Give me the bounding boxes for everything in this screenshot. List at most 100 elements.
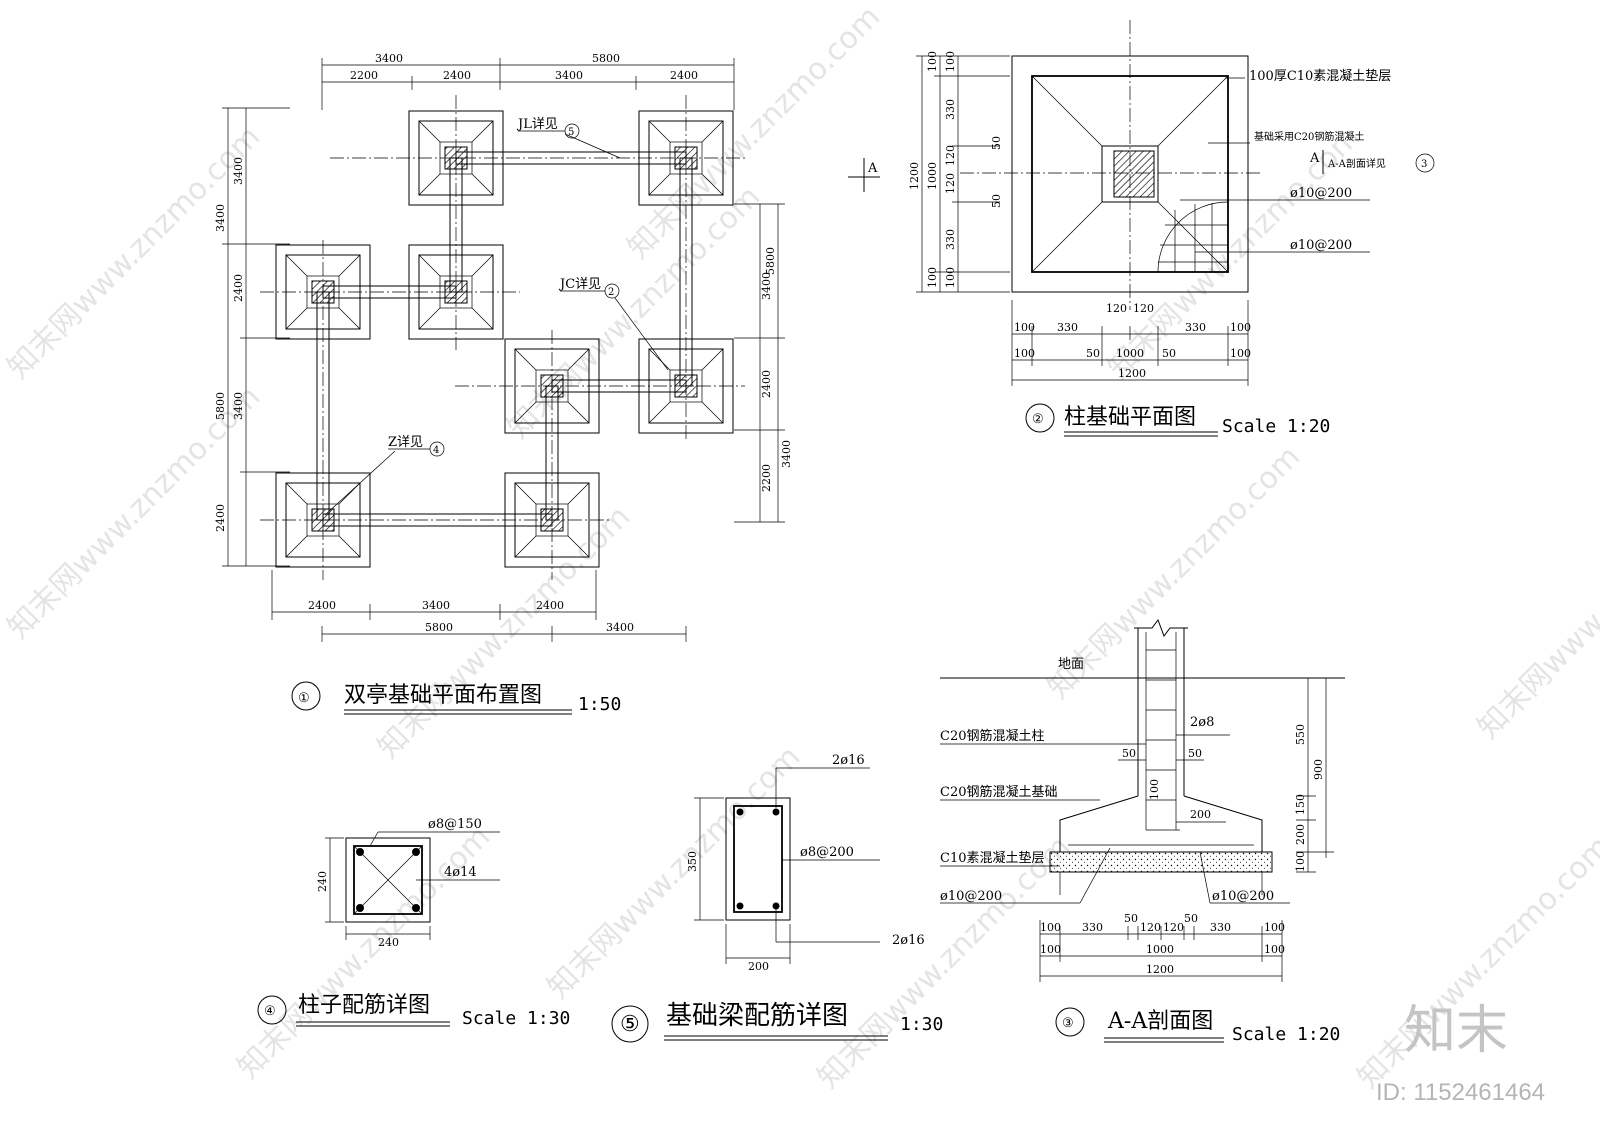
dim-right-4: 2400: [760, 370, 773, 398]
drawing5-title: 基础梁配筋详图: [666, 1001, 848, 1031]
d2-left-small-1: 100: [926, 51, 939, 72]
column-footing: [638, 110, 734, 206]
drawing3-number: ③: [1062, 1016, 1074, 1031]
note-cushion: 100厚C10素混凝土垫层: [1249, 68, 1391, 84]
drawing2-title: 柱基础平面图: [1064, 405, 1196, 430]
column-footings: [275, 110, 734, 568]
dim-right-1: 5800: [764, 247, 777, 275]
drawing1-title: 双亭基础平面布置图: [344, 683, 542, 708]
dim-left-2: 5800: [214, 392, 227, 420]
d2-left-2: 330: [944, 99, 957, 120]
ground-label: 地面: [1058, 657, 1084, 672]
d2-bot-2: 330: [1057, 321, 1078, 334]
d2-left-3: 120: [944, 145, 957, 166]
dim-bottom-1: 2400: [308, 599, 336, 612]
watermark-text: 知末网www.znzmo.com: [1, 379, 267, 645]
drawing1-title-block: ① 双亭基础平面布置图 1:50: [291, 681, 621, 715]
watermark-text: 知末网www.znzmo.com: [231, 819, 497, 1085]
column-section: [311, 280, 335, 304]
d4-height: 240: [316, 871, 329, 892]
d3-dim-200: 200: [1190, 808, 1211, 821]
column-footing: [275, 244, 371, 340]
dim-top-2: 5800: [592, 52, 620, 65]
d4-stirrup: ø8@150: [428, 817, 482, 832]
watermark-text: 知末网www.znzmo.com: [501, 179, 767, 445]
column-footing: [408, 244, 504, 340]
column-section: [311, 508, 335, 532]
d3-bot-2: 330: [1082, 921, 1103, 934]
drawing1-plan-layout: JL详见 5 JC详见 2 Z详见 4: [214, 52, 793, 715]
column-footing: [504, 338, 600, 434]
d3-bot-11: 100: [1264, 943, 1285, 956]
dim-left-1: 3400: [214, 204, 227, 232]
d3-bot-5: 120: [1163, 921, 1184, 934]
dim-left-6: 2400: [214, 504, 227, 532]
drawing4-number: ④: [264, 1004, 276, 1019]
d2-left-4: 120: [944, 173, 957, 194]
label-rebar-column: 2ø8: [1190, 715, 1214, 730]
drawing3-title: A-A剖面图: [1107, 1009, 1213, 1034]
column-footing: [638, 338, 734, 434]
rebar-label-1: ø10@200: [1290, 186, 1352, 201]
drawing2-left-dims: 1200 1000 100 330 120 120 330 100 100 50…: [908, 51, 1010, 293]
section-mark-a: A: [867, 161, 878, 176]
d3-bot-4: 120: [1140, 921, 1161, 934]
drawing2-title-block: ② 柱基础平面图 Scale 1:20: [1025, 403, 1330, 437]
label-foundation: C20钢筋混凝土基础: [940, 784, 1058, 800]
dim-right-2: 3400: [780, 440, 793, 468]
d3-bot-9: 100: [1040, 943, 1061, 956]
label-rebar-right: ø10@200: [1212, 889, 1274, 904]
column-footing: [504, 472, 600, 568]
d2-left-5: 330: [944, 229, 957, 250]
dim-left-5: 3400: [232, 392, 245, 420]
dim-bottom-5: 3400: [606, 621, 634, 634]
callout-jc-number: 2: [608, 287, 614, 298]
d3-dim-50b: 50: [1188, 747, 1202, 760]
watermark-text: 知末网www.znzmo.com: [1, 119, 267, 385]
drawing2-number: ②: [1032, 412, 1044, 427]
brand-watermark: 知末: [1404, 1001, 1508, 1061]
column-section: [444, 146, 468, 170]
dim-top-3: 2200: [350, 69, 378, 82]
d2-left-6: 100: [944, 267, 957, 288]
drawing3-section: 地面 C20钢筋混凝土柱 C20钢筋混凝土基础 C10素混凝土垫层 ø10@20…: [940, 618, 1345, 1045]
d3-right-4: 100: [1294, 851, 1307, 872]
d2-left-small-4: 100: [926, 267, 939, 288]
d2-bot-10: 50: [1162, 347, 1176, 360]
column-section: [674, 146, 698, 170]
drawing2-bottom-dims: 100 330 120 120 330 100 100 50 1000 50 1…: [1011, 300, 1251, 386]
d2-left-1: 100: [944, 51, 957, 72]
note-concrete: 基础采用C20钢筋混凝土: [1254, 130, 1364, 143]
drawing5-beam-rebar: 2ø16 ø8@200 2ø16 350 200 ⑤ 基础梁配筋详图 1:30: [611, 753, 943, 1043]
d3-bot-8: 100: [1264, 921, 1285, 934]
d3-bot-6: 50: [1184, 912, 1198, 925]
column-section: [540, 374, 564, 398]
drawing3-scale: Scale 1:20: [1232, 1024, 1340, 1045]
drawing3-bottom-dims: 100 330 50 120 120 50 330 100 100 1000 1…: [1039, 912, 1285, 982]
label-rebar-left: ø10@200: [940, 889, 1002, 904]
d3-right-1: 550: [1294, 724, 1307, 745]
drawing1-number: ①: [298, 691, 310, 706]
column-footing: [408, 110, 504, 206]
d3-right-2: 150: [1294, 794, 1307, 815]
d3-dim-50a: 50: [1122, 747, 1136, 760]
d3-bot-7: 330: [1210, 921, 1231, 934]
dim-top-4: 2400: [443, 69, 471, 82]
drawing3-right-dims: 550 150 200 100 900: [1294, 677, 1334, 873]
callout-jl: JL详见 5: [516, 117, 621, 159]
callout-z: Z详见 4: [324, 435, 445, 516]
callout-z-text: Z详见: [388, 435, 423, 450]
drawing5-number: ⑤: [620, 1012, 640, 1037]
column-section: [444, 280, 468, 304]
d5-width: 200: [748, 960, 769, 973]
d3-bot-total: 1200: [1146, 963, 1174, 976]
top-dimensions: 3400 5800 2200 2400 3400 2400: [321, 52, 735, 110]
d2-left-small-3: 50: [990, 194, 1003, 208]
right-dimensions: 5800 3400 3400 2400 2200: [734, 203, 793, 523]
dim-top-5: 3400: [555, 69, 583, 82]
d4-main-bars: 4ø14: [444, 865, 477, 880]
d2-bot-1: 100: [1014, 321, 1035, 334]
drawing1-scale: 1:50: [578, 694, 621, 715]
d5-bottom-bars: 2ø16: [892, 933, 925, 948]
image-id: ID: 1152461464: [1376, 1079, 1545, 1106]
